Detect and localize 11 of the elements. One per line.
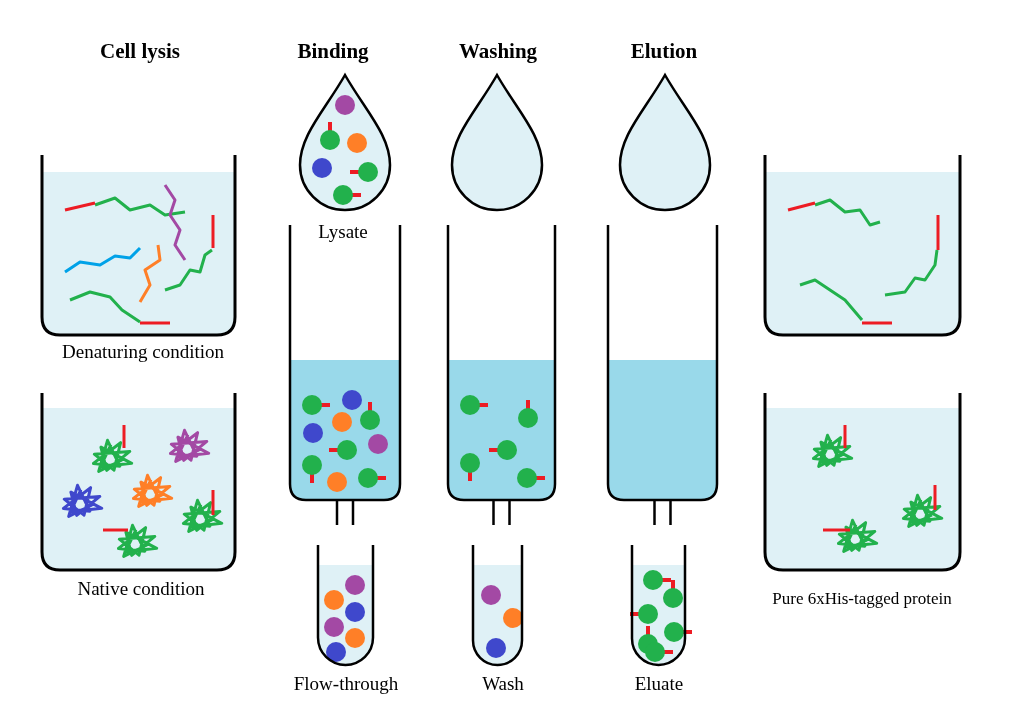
tube-caption: Wash — [482, 674, 524, 695]
lysate-caption: Lysate — [318, 222, 368, 243]
beaker-caption: Denaturing condition — [62, 342, 224, 363]
step-heading: Cell lysis — [100, 40, 180, 64]
beaker-caption: Pure 6xHis-tagged protein — [772, 590, 952, 609]
step-heading: Binding — [297, 40, 369, 64]
tube-caption: Eluate — [634, 674, 684, 695]
beaker-caption: Native condition — [77, 579, 205, 600]
step-heading: Elution — [630, 40, 698, 64]
tube-caption: Flow-through — [293, 674, 399, 695]
step-heading: Washing — [458, 40, 538, 64]
